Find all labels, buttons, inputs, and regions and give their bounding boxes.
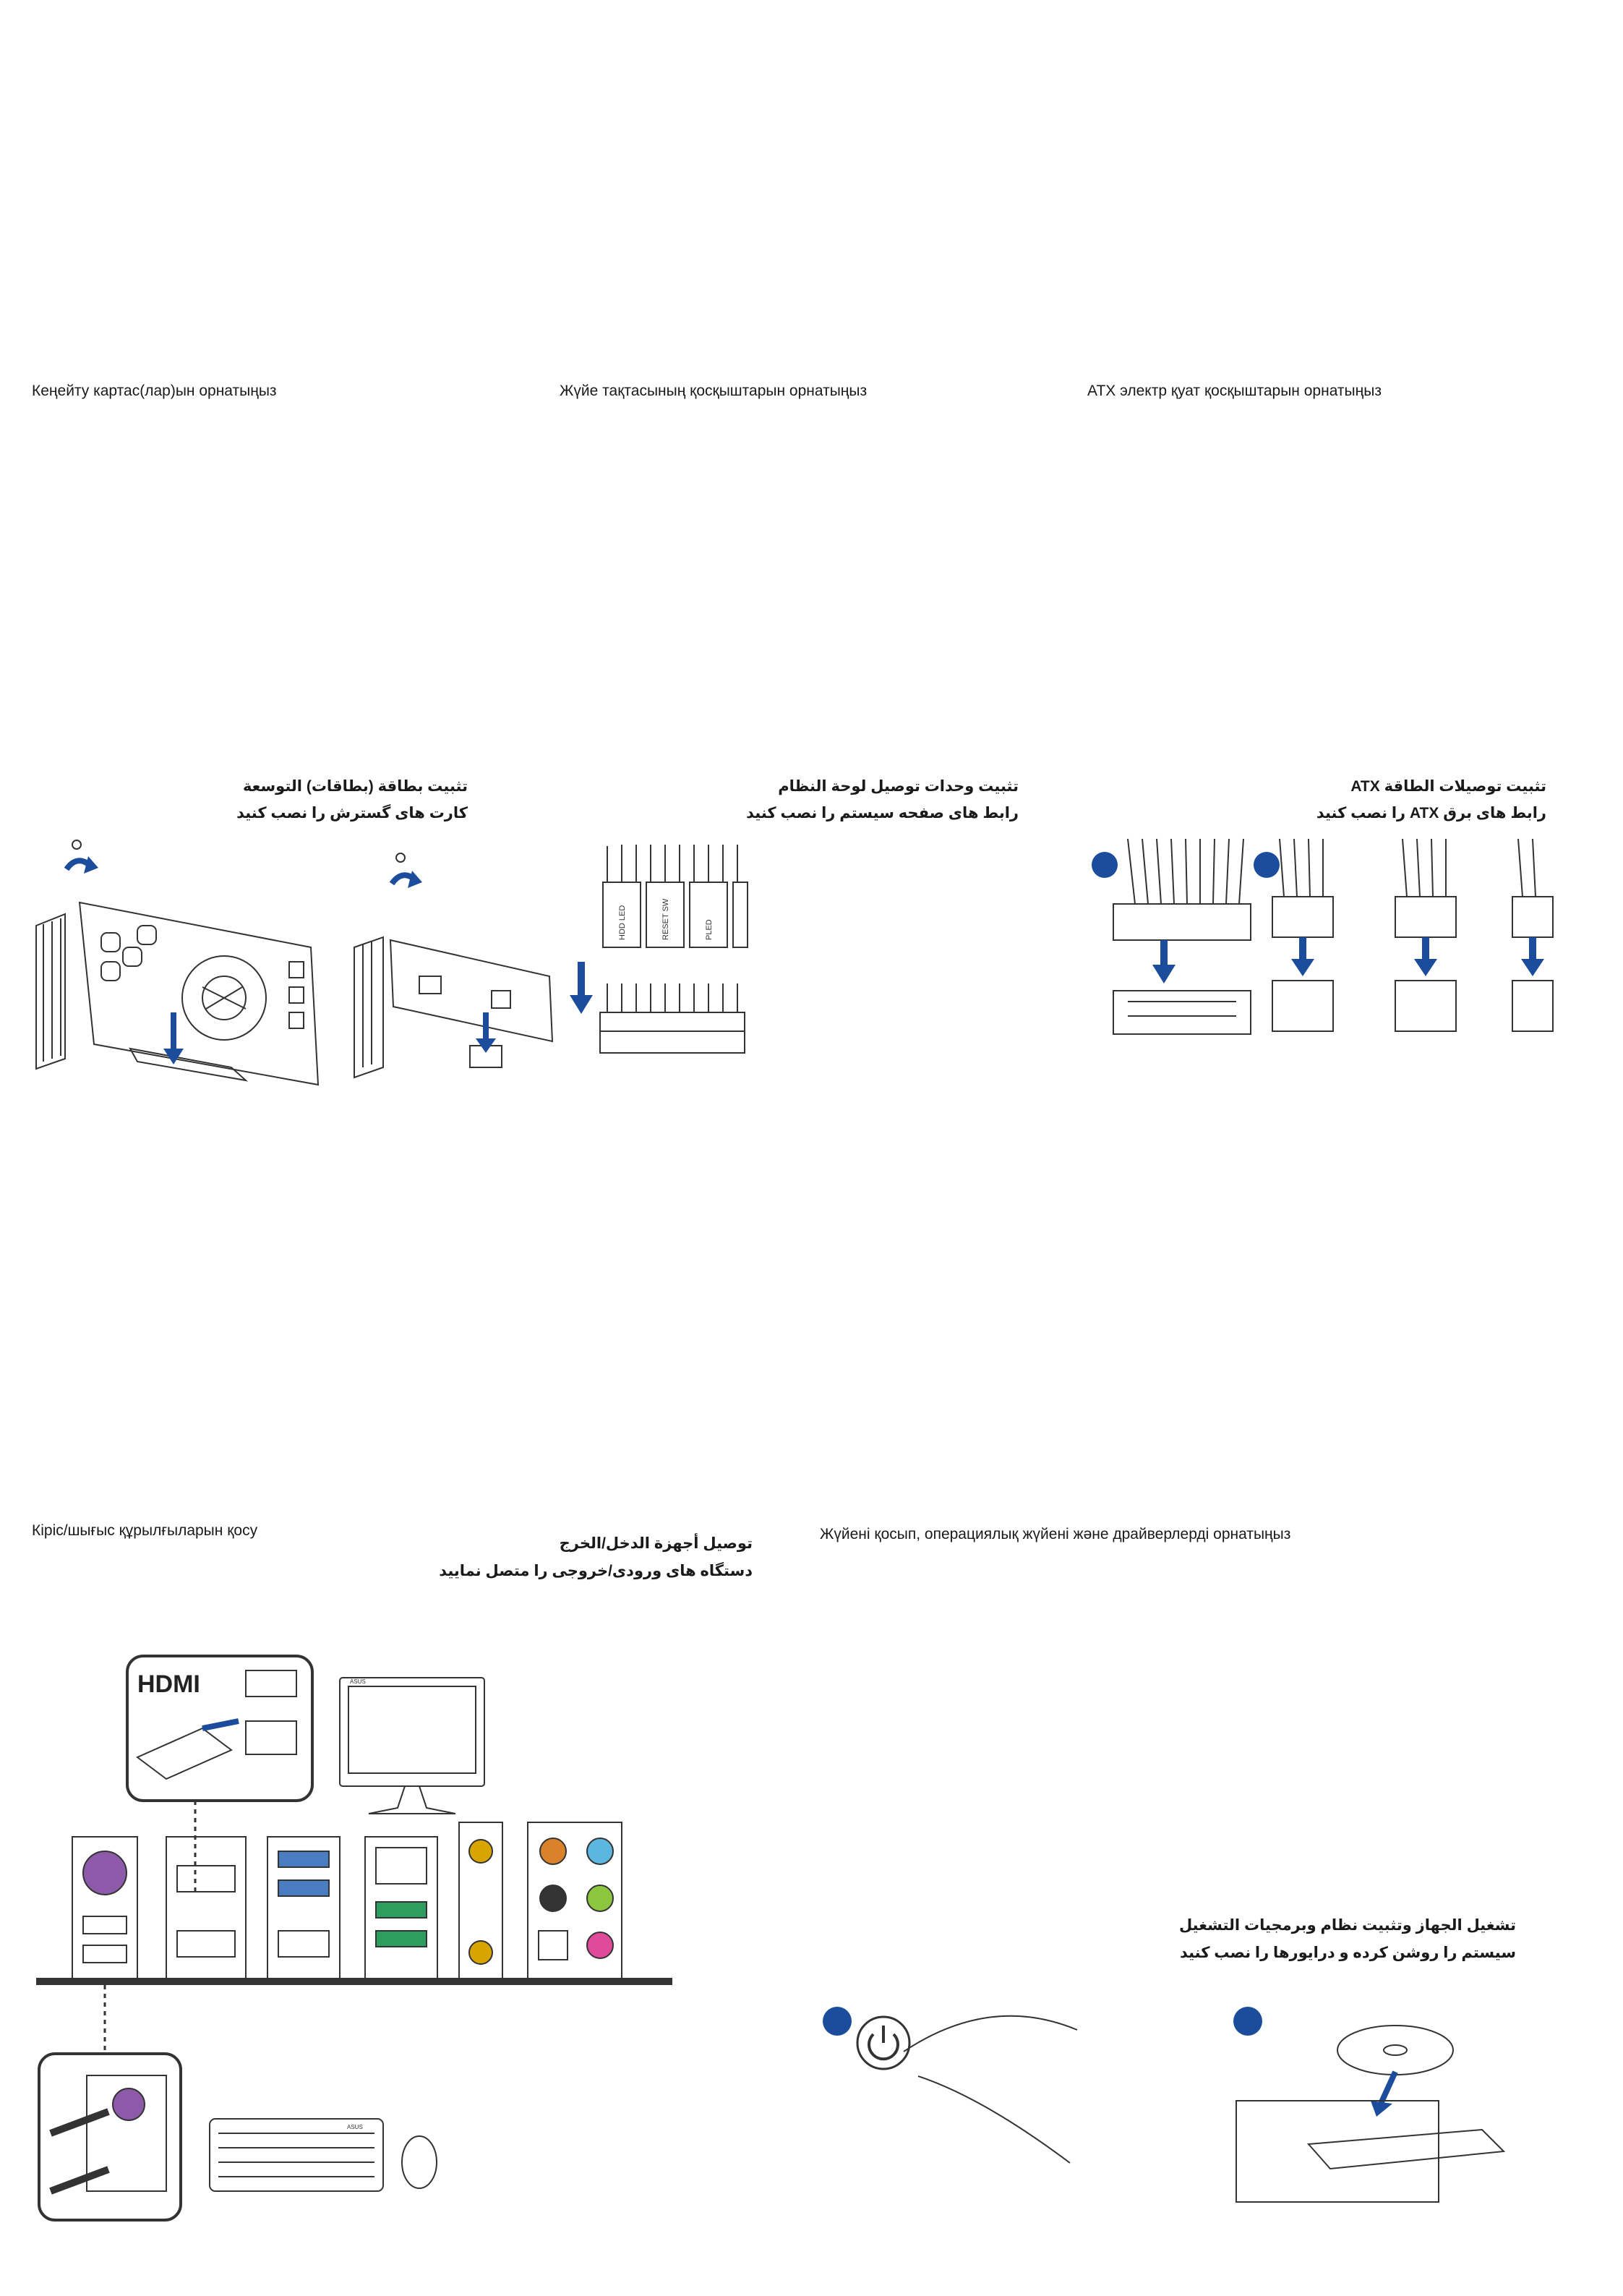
io-devices-title: Кіріс/шығыс құрылғыларын қосу	[32, 1522, 258, 1539]
panel-connector-title-ar: تثبيت وحدات توصيل لوحة النظام	[778, 778, 1019, 795]
screw-icon	[395, 853, 406, 863]
screw-icon	[72, 840, 82, 850]
usb-port-blue	[278, 1879, 330, 1897]
displayport	[176, 1865, 236, 1892]
connector-label-pled: PLED	[705, 919, 714, 940]
power-on-title-fa: سیستم را روشن کرده و درایورها را نصب کنی…	[1179, 1945, 1516, 1961]
mouse-icon	[401, 2135, 437, 2189]
io-devices-title-fa: دستگاه های ورودی/خروجی را متصل نمایید	[439, 1563, 753, 1579]
atx-power-illustration	[1092, 838, 1554, 1035]
graphics-card-install-illustration	[35, 840, 554, 1086]
audio-port-blue	[586, 1838, 614, 1865]
hdmi-port	[176, 1930, 236, 1958]
step-2-badge	[1254, 852, 1280, 878]
step-1-badge	[823, 2007, 852, 2036]
power-on-title-ar: تشغيل الجهاز وتثبيت نظام وبرمجيات التشغي…	[1178, 1917, 1516, 1934]
panel-connector-title: Жүйе тақтасының қосқыштарын орнатыңыз	[560, 383, 868, 399]
ps2-usb-callout	[38, 2052, 182, 2222]
usb-port-blue	[278, 1851, 330, 1868]
monitor-icon	[339, 1677, 485, 1787]
io-devices-title-ar: توصيل أجهزة الدخل/الخرج	[559, 1535, 753, 1552]
wifi-antenna-port	[468, 1940, 493, 1965]
panel-connector-illustration: HDD LED RESET SW PLED	[570, 845, 748, 1054]
ps2-port	[82, 1851, 127, 1895]
io-devices-illustration: HDMI ASUS ASUS	[36, 1655, 672, 2222]
audio-port-pink	[586, 1932, 614, 1959]
keyboard-brand: ASUS	[347, 2124, 363, 2130]
usb-c-port	[278, 1930, 330, 1958]
step-1-badge	[1092, 852, 1118, 878]
usb-port-green	[375, 1901, 427, 1919]
step-2-badge	[1233, 2007, 1262, 2036]
panel-connector-title-fa: رابط های صفحه سیستم را نصب کنید	[746, 805, 1019, 821]
optical-drive-icon	[1236, 2100, 1439, 2203]
atx-power-title: ATX электр қуат қосқыштарын орнатыңыз	[1087, 383, 1382, 399]
atx-power-title-ar: تثبيت توصيلات الطاقة ATX	[1350, 778, 1546, 795]
audio-port-black	[539, 1885, 567, 1912]
audio-port-green	[586, 1885, 614, 1912]
usb-port-green	[375, 1930, 427, 1947]
power-button-icon	[856, 2015, 911, 2070]
connector-label-reset-sw: RESET SW	[661, 898, 670, 940]
optical-port	[538, 1930, 568, 1960]
atx-power-title-fa: رابط های برق ATX را نصب کنید	[1316, 805, 1546, 821]
expansion-card-title: Кеңейту картас(лар)ын орнатыңыз	[32, 383, 277, 399]
power-on-title: Жүйені қосып, операциялық жүйені және др…	[820, 1526, 1291, 1542]
lan-port	[375, 1847, 427, 1885]
disc-icon	[1337, 2025, 1454, 2075]
monitor-brand: ASUS	[350, 1678, 366, 1685]
connector-label-hdd-led: HDD LED	[618, 905, 627, 940]
power-on-illustration	[823, 2007, 1506, 2203]
hdmi-logo: HDMI	[137, 1670, 200, 1698]
expansion-card-title-fa: کارت های گسترش را نصب کنید	[236, 805, 468, 821]
audio-port-orange	[539, 1838, 567, 1865]
wifi-antenna-port	[468, 1839, 493, 1864]
keyboard-icon	[209, 2118, 384, 2192]
hdmi-callout	[126, 1655, 314, 1802]
expansion-card-title-ar: تثبيت بطاقة (بطاقات) التوسعة	[242, 778, 468, 795]
